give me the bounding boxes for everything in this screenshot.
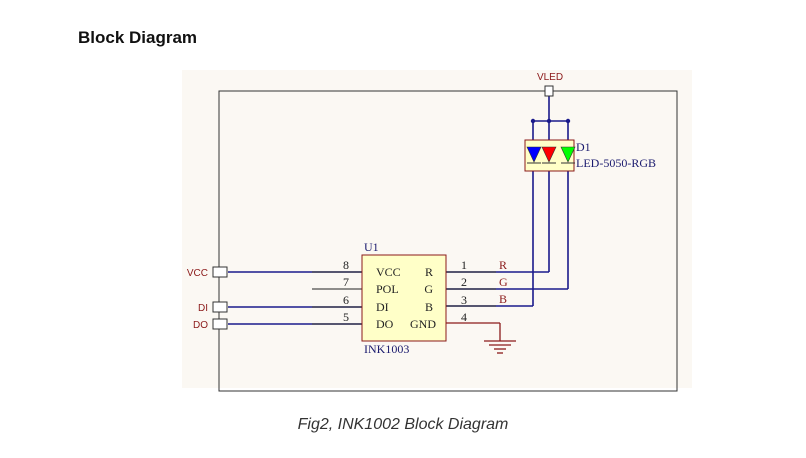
led-green (560, 146, 576, 163)
u1-ref: U1 (364, 240, 379, 254)
vcc-port (212, 266, 228, 278)
led-d1 (524, 139, 576, 172)
net-label-g: G (499, 275, 508, 289)
d1-ref: D1 (576, 140, 591, 154)
junction-dot (546, 118, 552, 124)
vcc-port-label: VCC (187, 268, 208, 279)
pin-number: 6 (343, 293, 349, 307)
pin-name: R (425, 265, 433, 279)
ground-symbol (446, 322, 516, 354)
pin-name: B (425, 300, 433, 314)
net-label-r: R (499, 258, 507, 272)
pin-name: VCC (376, 265, 401, 279)
di-port-label: DI (198, 303, 208, 314)
pin-number: 8 (343, 258, 349, 272)
board-outline (218, 90, 678, 392)
junction-dots (530, 118, 571, 124)
led-blue (526, 146, 542, 163)
pin-stubs (312, 271, 496, 325)
junction-dot (530, 118, 536, 124)
do-port (212, 318, 228, 330)
vled-port-label: VLED (537, 72, 563, 83)
u1-part: INK1003 (364, 342, 409, 356)
pin-name: GND (410, 317, 436, 331)
vled-port (544, 85, 554, 97)
di-port (212, 301, 228, 313)
led-red (541, 146, 557, 163)
d1-part: LED-5050-RGB (576, 156, 656, 170)
pin-number: 4 (461, 310, 467, 324)
pin-name: POL (376, 282, 399, 296)
do-port-label: DO (193, 320, 208, 331)
net-label-b: B (499, 292, 507, 306)
pin-name: G (424, 282, 433, 296)
pin-name: DO (376, 317, 394, 331)
pin-number: 7 (343, 275, 349, 289)
junction-dot (565, 118, 571, 124)
ic-u1-body (361, 254, 447, 342)
figure-caption: Fig2, INK1002 Block Diagram (297, 416, 509, 433)
pin-number: 2 (461, 275, 467, 289)
pin-number: 5 (343, 310, 349, 324)
pin-name: DI (376, 300, 389, 314)
pin-number: 1 (461, 258, 467, 272)
pin-number: 3 (461, 293, 467, 307)
page-title: Block Diagram (78, 28, 198, 47)
